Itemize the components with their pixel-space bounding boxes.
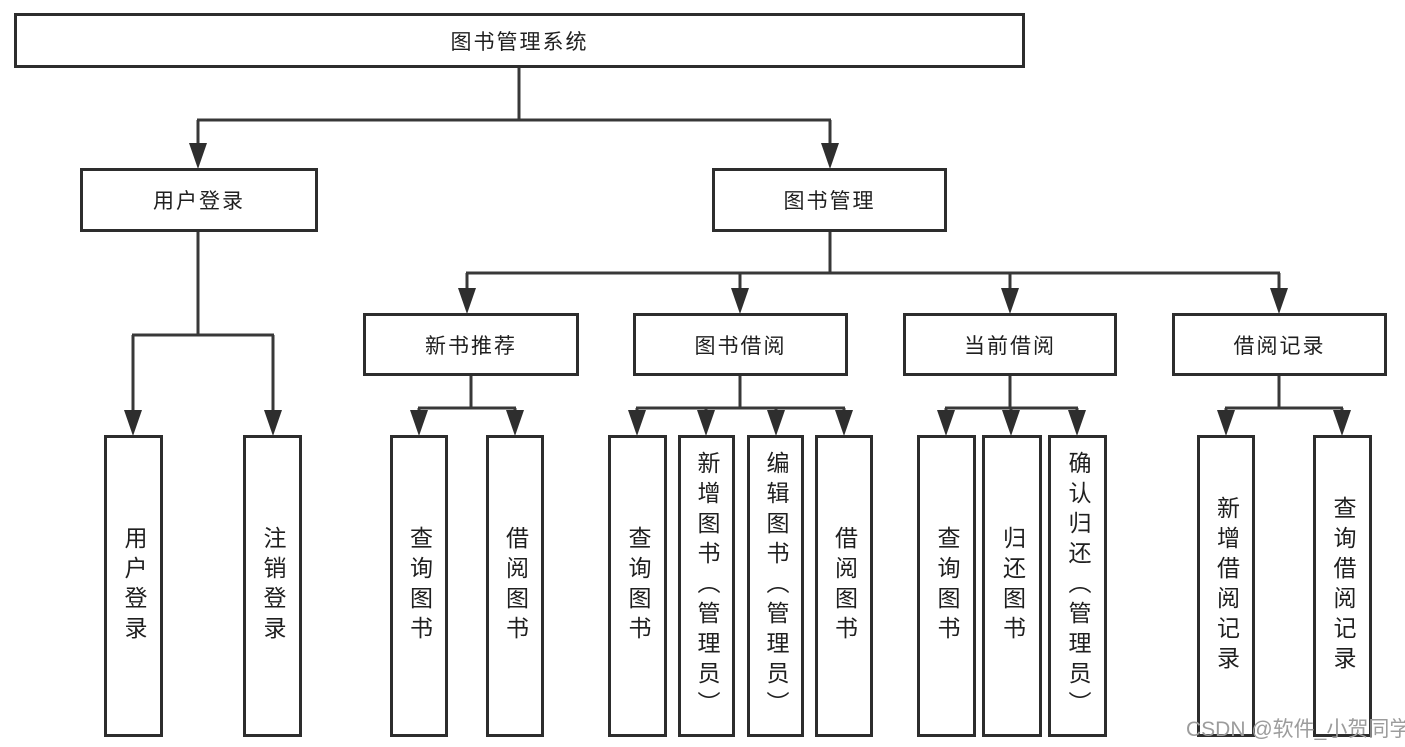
arrowhead-icons (124, 143, 1351, 436)
leaf-current-confirm-return-admin: 确认归还（管理员） (1048, 435, 1107, 737)
leaf-newbook-query-books: 查询图书 (390, 435, 448, 737)
leaf-newbook-borrow-books: 借阅图书 (486, 435, 544, 737)
node-book-borrow: 图书借阅 (633, 313, 848, 376)
leaf-records-add-record: 新增借阅记录 (1197, 435, 1255, 737)
node-new-book-recommend: 新书推荐 (363, 313, 579, 376)
csdn-watermark: CSDN @软件_小贺同学 (1186, 718, 1405, 741)
node-book-management: 图书管理 (712, 168, 947, 232)
node-root-library-system: 图书管理系统 (14, 13, 1025, 68)
node-user-login: 用户登录 (80, 168, 318, 232)
leaf-user-login: 用户登录 (104, 435, 163, 737)
leaf-current-query-books: 查询图书 (917, 435, 976, 737)
node-borrow-records: 借阅记录 (1172, 313, 1387, 376)
leaf-borrow-edit-books-admin: 编辑图书（管理员） (747, 435, 804, 737)
leaf-borrow-add-books-admin: 新增图书（管理员） (678, 435, 735, 737)
leaf-borrow-borrow-books: 借阅图书 (815, 435, 873, 737)
leaf-logout: 注销登录 (243, 435, 302, 737)
leaf-records-query-record: 查询借阅记录 (1313, 435, 1372, 737)
leaf-borrow-query-books: 查询图书 (608, 435, 667, 737)
leaf-current-return-books: 归还图书 (982, 435, 1042, 737)
node-current-borrow: 当前借阅 (903, 313, 1117, 376)
